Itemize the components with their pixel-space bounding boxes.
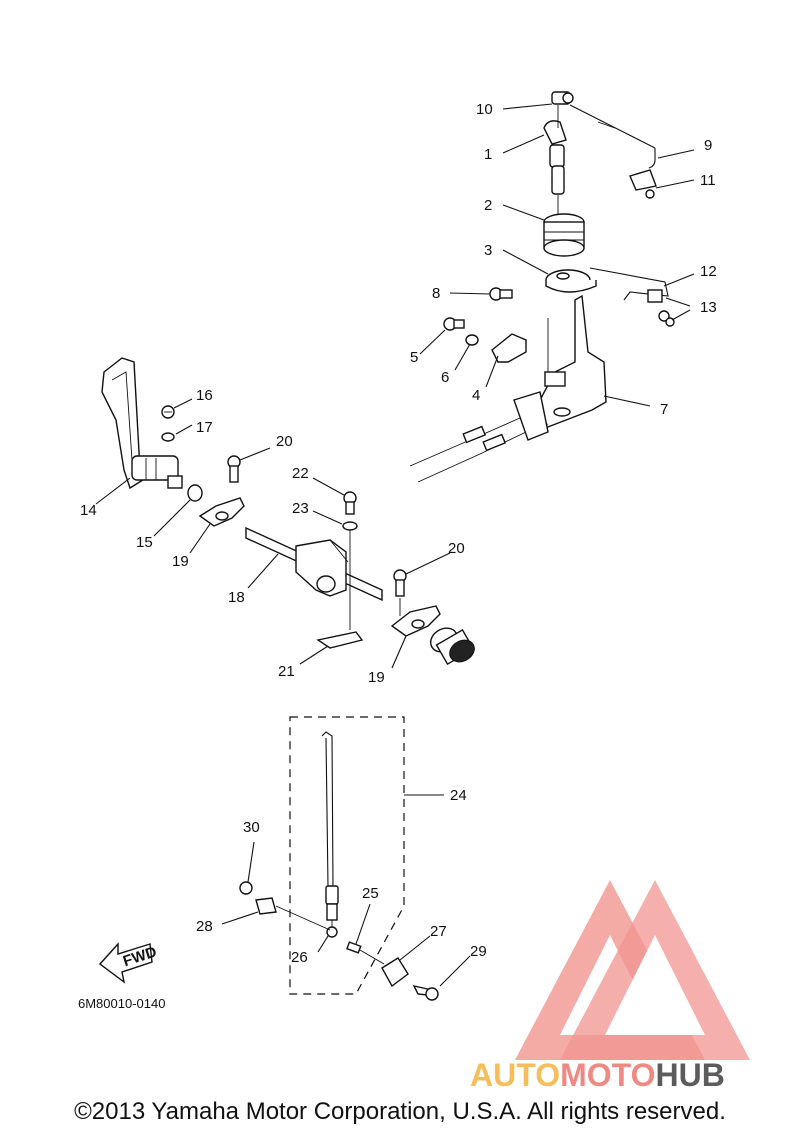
callout-2: 2 [484, 197, 492, 214]
callout-12: 12 [700, 263, 717, 280]
callout-16: 16 [196, 387, 213, 404]
callout-13: 13 [700, 299, 717, 316]
callout-20-lower: 20 [448, 540, 465, 557]
callout-11: 11 [700, 172, 716, 189]
callout-10: 10 [476, 101, 493, 118]
shift-lever-assembly [101, 357, 475, 665]
logo-moto: MOTO [560, 1057, 655, 1093]
callout-29: 29 [470, 943, 487, 960]
leader-lines [95, 103, 695, 987]
callout-21: 21 [278, 663, 295, 680]
catalog-code: 6M80010-0140 [78, 996, 165, 1011]
callout-8: 8 [432, 285, 440, 302]
logo-hub: HUB [655, 1057, 724, 1093]
callout-27: 27 [430, 923, 447, 940]
callout-25: 25 [362, 885, 379, 902]
callout-14: 14 [80, 502, 97, 519]
callout-6: 6 [441, 369, 449, 386]
callout-22: 22 [292, 465, 309, 482]
callout-24: 24 [450, 787, 467, 804]
callout-1: 1 [484, 146, 492, 163]
svg-text:AUTOMOTOHUB: AUTOMOTOHUB [470, 1057, 725, 1093]
callout-26: 26 [291, 949, 308, 966]
callout-18: 18 [228, 589, 245, 606]
callout-9: 9 [704, 137, 712, 154]
callout-4: 4 [472, 387, 480, 404]
forward-arrow-icon: FWD [98, 942, 159, 984]
callout-3: 3 [484, 242, 492, 259]
callout-15: 15 [136, 534, 153, 551]
logo-auto: AUTO [470, 1057, 560, 1093]
callout-19-left: 19 [172, 553, 189, 570]
callout-19-right: 19 [368, 669, 385, 686]
callout-17: 17 [196, 419, 213, 436]
callout-23: 23 [292, 500, 309, 517]
callout-7: 7 [660, 401, 668, 418]
shift-rod-assembly [239, 716, 439, 1001]
copyright-notice: ©2013 Yamaha Motor Corporation, U.S.A. A… [74, 1098, 726, 1125]
callout-20-upper: 20 [276, 433, 293, 450]
callout-labels: 10 1 2 3 8 5 6 4 7 9 11 12 13 16 17 14 1… [78, 101, 717, 1011]
throttle-link-assembly [409, 91, 675, 483]
automotohub-logo: AUTOMOTOHUB [470, 880, 750, 1093]
callout-5: 5 [410, 349, 418, 366]
callout-28: 28 [196, 918, 213, 935]
callout-30: 30 [243, 819, 260, 836]
